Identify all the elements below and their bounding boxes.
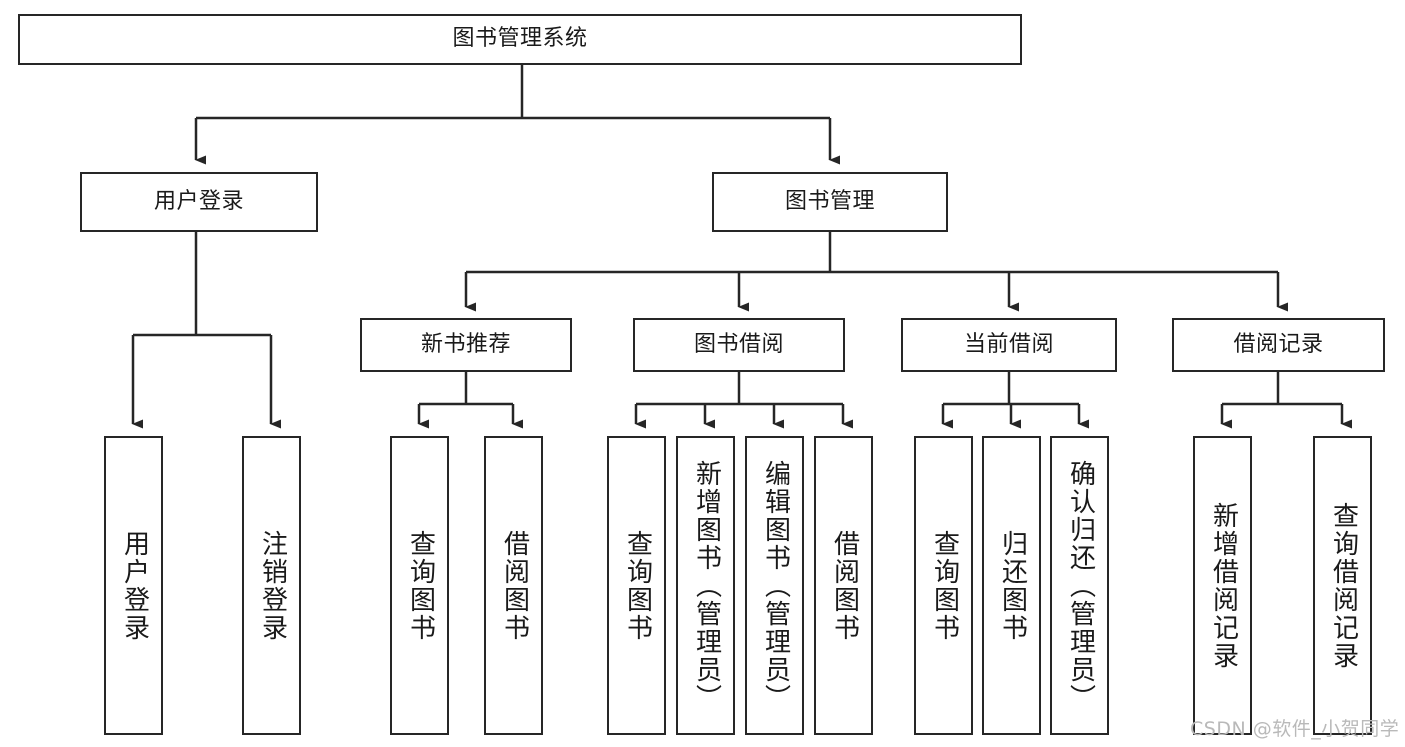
node-label: 查询图书 (929, 529, 960, 642)
leaf-borrow-book-recommend[interactable]: 借阅图书 (484, 436, 543, 735)
node-label: 图书借阅 (693, 331, 784, 357)
node-label: 借阅记录 (1233, 331, 1324, 357)
node-label: 图书管理 (784, 188, 875, 214)
node-label: 查询图书 (405, 529, 436, 642)
node-label: 借阅图书 (829, 529, 860, 642)
node-label: 图书管理系统 (452, 26, 588, 52)
node-label: 查询图书 (622, 529, 653, 642)
node-new-book-recommend[interactable]: 新书推荐 (360, 318, 572, 372)
node-label: 新增图书（管理员） (691, 459, 722, 712)
node-label: 确认归还（管理员） (1065, 459, 1096, 712)
leaf-borrow-book-borrow[interactable]: 借阅图书 (814, 436, 873, 735)
node-label: 用户登录 (153, 188, 244, 214)
node-label: 归还图书 (997, 529, 1028, 642)
node-label: 新书推荐 (420, 331, 511, 357)
node-label: 新增借阅记录 (1208, 501, 1239, 670)
leaf-query-book-recommend[interactable]: 查询图书 (390, 436, 449, 735)
leaf-edit-book-admin[interactable]: 编辑图书（管理员） (745, 436, 804, 735)
node-book-borrow[interactable]: 图书借阅 (633, 318, 845, 372)
node-label: 用户登录 (119, 529, 150, 642)
node-root-book-management-system[interactable]: 图书管理系统 (18, 14, 1022, 65)
leaf-query-book-current[interactable]: 查询图书 (914, 436, 973, 735)
leaf-return-book[interactable]: 归还图书 (982, 436, 1041, 735)
csdn-watermark: CSDN @软件_小贺同学 (1190, 718, 1400, 740)
node-label: 当前借阅 (963, 331, 1054, 357)
node-user-login[interactable]: 用户登录 (80, 172, 318, 232)
leaf-confirm-return-admin[interactable]: 确认归还（管理员） (1050, 436, 1109, 735)
leaf-user-login[interactable]: 用户登录 (104, 436, 163, 735)
leaf-add-borrow-record[interactable]: 新增借阅记录 (1193, 436, 1252, 735)
leaf-query-borrow-record[interactable]: 查询借阅记录 (1313, 436, 1372, 735)
node-label: 查询借阅记录 (1328, 501, 1359, 670)
node-current-borrow[interactable]: 当前借阅 (901, 318, 1117, 372)
node-book-management[interactable]: 图书管理 (712, 172, 948, 232)
node-label: 注销登录 (257, 529, 288, 642)
node-label: 借阅图书 (499, 529, 530, 642)
node-borrow-record[interactable]: 借阅记录 (1172, 318, 1385, 372)
leaf-logout-login[interactable]: 注销登录 (242, 436, 301, 735)
leaf-add-book-admin[interactable]: 新增图书（管理员） (676, 436, 735, 735)
leaf-query-book-borrow[interactable]: 查询图书 (607, 436, 666, 735)
node-label: 编辑图书（管理员） (760, 459, 791, 712)
